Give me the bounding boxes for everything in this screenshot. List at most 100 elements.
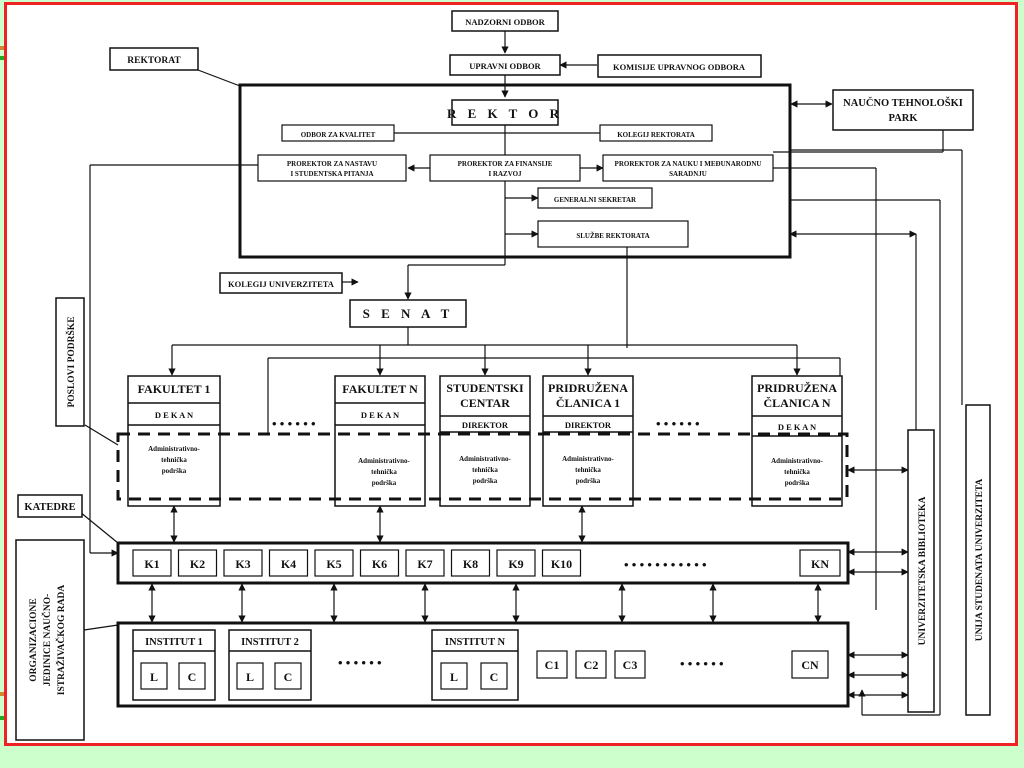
- chair-label: K10: [551, 557, 572, 571]
- university-collegium-box: KOLEGIJ UNIVERZITETA: [219, 272, 343, 294]
- institute-2-lab-label: L: [246, 670, 254, 684]
- science-park-box: NAUČNO TEHNOLOŠKI PARK: [832, 89, 974, 131]
- faculty-1-box: FAKULTET 1 D E K A N Administrativno- te…: [127, 375, 221, 507]
- center-n-box: CN: [791, 650, 829, 679]
- rector-title: R E K T O R: [447, 106, 563, 121]
- chair-label: K5: [326, 557, 341, 571]
- institute-2-lab: [236, 662, 264, 690]
- student-center-admin-line1: Administrativno-: [459, 455, 511, 463]
- institutes-ellipsis: • • • • • •: [338, 655, 382, 670]
- research-units-label-box: ORGANIZACIONE JEDINICE NAUČNO- ISTRAŽIVA…: [15, 539, 85, 741]
- vice-rector-teaching-line2: I STUDENTSKA PITANJA: [290, 170, 373, 178]
- support-services-box: POSLOVI PODRŠKE: [55, 297, 85, 427]
- faculty-n-admin-line1: Administrativno-: [358, 457, 410, 465]
- chair-box: K6: [359, 549, 400, 577]
- units-ellipsis-left: • • • • • •: [272, 416, 316, 431]
- centers-ellipsis: • • • • • •: [680, 656, 724, 671]
- institute-1-center: [178, 662, 206, 690]
- faculty-1-dean: D E K A N: [155, 410, 194, 420]
- institute-1-lab-label: L: [150, 670, 158, 684]
- chair-label: K7: [417, 557, 432, 571]
- associate-member-n-title-line1: PRIDRUŽENA: [757, 381, 837, 395]
- faculty-1-admin-line2: tehnička: [161, 456, 187, 464]
- faculty-1-admin-line3: podrška: [162, 467, 187, 475]
- vice-rector-finance-line1: PROREKTOR ZA FINANSIJE: [458, 160, 553, 168]
- general-secretary-box: GENERALNI SEKRETAR: [537, 187, 653, 209]
- student-union-box: UNIJA STUDENATA UNIVERZITETA: [965, 404, 991, 716]
- student-center-admin-line3: podrška: [473, 477, 498, 485]
- university-collegium-label: KOLEGIJ UNIVERZITETA: [228, 279, 335, 289]
- institute-1-box: INSTITUT 1 L C: [132, 629, 216, 701]
- center-n-label: CN: [801, 658, 819, 672]
- faculty-n-box: FAKULTET N D E K A N Administrativno- te…: [334, 375, 426, 507]
- institute-1-center-label: C: [188, 670, 197, 684]
- chair-label: K3: [235, 557, 250, 571]
- chair-label: K6: [372, 557, 387, 571]
- institute-2-title: INSTITUT 2: [241, 637, 299, 648]
- institute-n-lab-label: L: [450, 670, 458, 684]
- vice-rector-science-line2: SARADNJU: [669, 170, 707, 178]
- quality-board-box: ODBOR ZA KVALITET: [281, 124, 395, 142]
- chair-label: K2: [190, 557, 205, 571]
- associate-member-1-box: PRIDRUŽENA ČLANICA 1 DIREKTOR Administra…: [542, 375, 634, 507]
- faculty-n-admin-line2: tehnička: [371, 468, 397, 476]
- faculty-n-admin-line3: podrška: [372, 479, 397, 487]
- institute-2-center: [274, 662, 302, 690]
- center-box: C1: [536, 650, 568, 679]
- institute-1-lab: [140, 662, 168, 690]
- research-units-label-line3: ISTRAŽIVAČKOG RADA: [54, 585, 67, 696]
- faculty-1-admin-line1: Administrativno-: [148, 445, 200, 453]
- general-secretary-label: GENERALNI SEKRETAR: [554, 196, 637, 204]
- institute-2-center-label: C: [284, 670, 293, 684]
- institute-n-center: [480, 662, 508, 690]
- chair-box: K4: [268, 549, 309, 577]
- rector-box: R E K T O R: [447, 99, 563, 126]
- slide-edge-mark: [0, 692, 5, 696]
- chairs-ellipsis: • • • • • • • • • • •: [624, 557, 707, 572]
- institute-n-box: INSTITUT N L C: [431, 629, 519, 701]
- vice-rector-science-line1: PROREKTOR ZA NAUKU I MEĐUNARODNU: [615, 160, 762, 168]
- associate-member-n-title-line2: ČLANICA N: [763, 396, 830, 410]
- institute-n-lab: [440, 662, 468, 690]
- supervisory-board-box: NADZORNI ODBOR: [451, 10, 559, 32]
- institute-2-box: INSTITUT 2 L C: [228, 629, 312, 701]
- university-library-label: UNIVERZITETSKA BIBLIOTEKA: [918, 497, 928, 646]
- student-center-director: DIREKTOR: [462, 420, 509, 430]
- associate-member-n-admin-line3: podrška: [785, 479, 810, 487]
- chair-box: K3: [223, 549, 263, 577]
- board-commissions-label: KOMISIJE UPRAVNOG ODBORA: [613, 62, 746, 72]
- student-center-admin-line2: tehnička: [472, 466, 498, 474]
- associate-member-1-title-line2: ČLANICA 1: [556, 396, 620, 410]
- units-ellipsis-right: • • • • • •: [656, 416, 700, 431]
- faculty-1-title: FAKULTET 1: [138, 382, 211, 396]
- associate-member-1-admin-line2: tehnička: [575, 466, 601, 474]
- research-units-label-line2: JEDINICE NAUČNO-: [40, 594, 53, 687]
- chair-label: K9: [508, 557, 523, 571]
- associate-member-n-admin-line1: Administrativno-: [771, 457, 823, 465]
- vice-rector-science-box: PROREKTOR ZA NAUKU I MEĐUNARODNU SARADNJ…: [602, 154, 774, 182]
- associate-member-1-director: DIREKTOR: [565, 420, 612, 430]
- rectorate-collegium-label: KOLEGIJ REKTORATA: [617, 131, 695, 139]
- chair-n-box: KN: [799, 549, 841, 577]
- chair-box: K9: [496, 549, 536, 577]
- chair-box: K7: [405, 549, 445, 577]
- slide-edge-mark: [0, 716, 5, 720]
- associate-member-1-admin-line3: podrška: [576, 477, 601, 485]
- chair-box: K5: [314, 549, 354, 577]
- senate-title: S E N A T: [363, 306, 454, 321]
- rectorate-label: REKTORAT: [127, 56, 181, 66]
- chair-n-label: KN: [811, 557, 829, 571]
- support-services-label: POSLOVI PODRŠKE: [64, 316, 77, 407]
- center-label: C1: [545, 658, 560, 672]
- institute-1-title: INSTITUT 1: [145, 637, 203, 648]
- chair-label: K4: [281, 557, 296, 571]
- vice-rector-teaching-box: PROREKTOR ZA NASTAVU I STUDENTSKA PITANJ…: [257, 154, 407, 182]
- supervisory-board-label: NADZORNI ODBOR: [465, 17, 545, 27]
- center-label: C2: [584, 658, 599, 672]
- associate-member-n-admin-line2: tehnička: [784, 468, 810, 476]
- rectorate-label-box: REKTORAT: [109, 47, 199, 71]
- student-center-title-line2: CENTAR: [460, 396, 510, 410]
